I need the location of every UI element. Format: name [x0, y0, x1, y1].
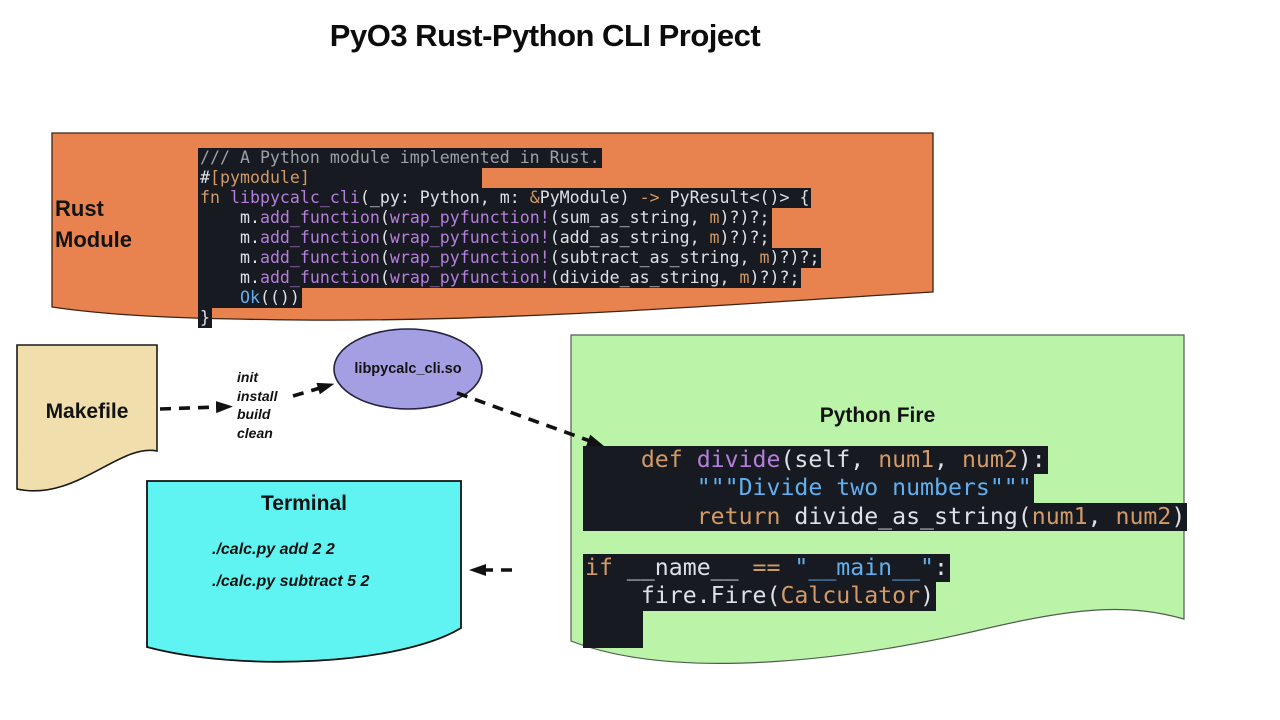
python-fire-label: Python Fire — [819, 404, 936, 427]
terminal-commands: ./calc.py add 2 2 ./calc.py subtract 5 2 — [212, 534, 369, 598]
makefile-shape — [16, 344, 158, 492]
arrow-makefile-to-targets — [159, 401, 233, 414]
make-target-build: build — [237, 406, 271, 422]
make-target-clean: clean — [237, 424, 273, 441]
terminal-shape — [146, 480, 462, 663]
make-target-install: install — [237, 387, 278, 404]
shared-lib-label: libpycalc_cli.so — [354, 361, 462, 377]
arrow-shared-lib-to-python-fire — [456, 391, 605, 447]
terminal-command-subtract: ./calc.py subtract 5 2 — [212, 573, 370, 590]
terminal-command-add: ./calc.py add 2 2 — [212, 541, 335, 558]
shared-lib-ellipse — [333, 328, 483, 410]
terminal-label: Terminal — [261, 492, 347, 515]
make-targets-list: init install build clean — [237, 368, 277, 442]
rust-module-label: Rust Module — [55, 196, 132, 252]
make-target-init: init — [237, 369, 258, 385]
python-code-selection-stub — [583, 610, 643, 648]
python-divide-code-block: def divide(self, num1, num2): """Divide … — [583, 446, 1188, 532]
page-title: PyO3 Rust-Python CLI Project — [329, 18, 761, 53]
python-main-code-block: if __name__ == "__main__": fire.Fire(Cal… — [583, 554, 950, 611]
makefile-label: Makefile — [45, 400, 129, 423]
rust-code-block: /// A Python module implemented in Rust.… — [198, 148, 822, 328]
arrow-targets-to-shared-lib — [292, 382, 335, 398]
